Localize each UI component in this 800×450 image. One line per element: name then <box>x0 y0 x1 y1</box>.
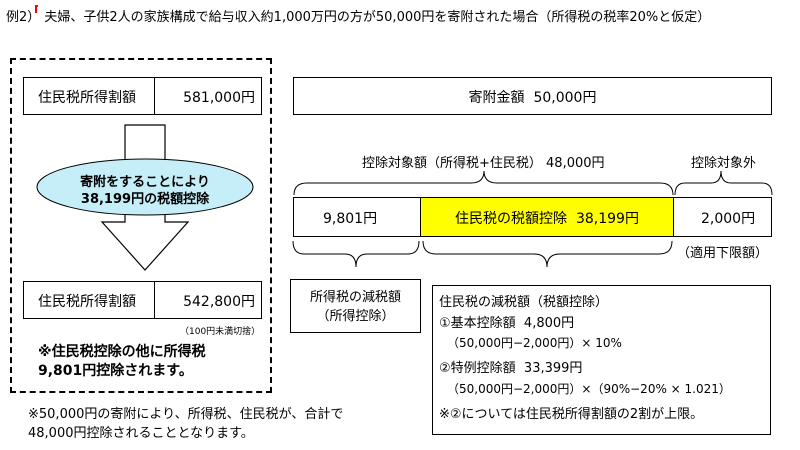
basic-deduction-formula: （50,000円−2,000円）× 10% <box>447 336 622 350</box>
special-deduction-amount: 33,399円 <box>523 361 583 376</box>
resident-tax-credit-segment: 住民税の税額控除 38,199円 <box>421 198 674 236</box>
resident-credit-text: 住民税の税額控除 38,199円 <box>421 208 673 228</box>
curly-brace-icon <box>293 170 773 196</box>
page-title: 例2） 夫婦、子供2人の家族構成で給与収入約1,000万円の方が50,000円を… <box>6 6 710 25</box>
special-deduction-formula: （50,000円−2,000円）×（90%−20% × 1.021） <box>447 382 731 396</box>
donation-label: 寄附金額 <box>468 90 525 106</box>
resident-tax-after-box: 住民税所得割額 542,800円 <box>23 281 262 319</box>
resident-tax-before-box: 住民税所得割額 581,000円 <box>23 77 262 115</box>
income-tax-reduction-line2: （所得控除） <box>316 309 395 324</box>
lower-limit-label: （適用下限額） <box>677 246 769 261</box>
resident-reduction-title: 住民税の減税額（税額控除） <box>439 295 609 310</box>
basic-deduction: ①基本控除額 4,800円 <box>439 312 574 331</box>
special-deduction-cap-note: ※②については住民税所得割額の2割が上限。 <box>439 407 704 422</box>
resident-tax-after-label: 住民税所得割額 <box>38 294 136 310</box>
donation-amount: 寄附金額 50,000円 <box>294 87 771 107</box>
red-marker-icon <box>35 5 38 13</box>
resident-tax-reduction-box: 住民税の減税額（税額控除） ①基本控除額 4,800円 （50,000円−2,0… <box>432 285 771 435</box>
resident-tax-before-value: 581,000円 <box>183 90 255 106</box>
non-target-label: 控除対象外 <box>691 156 757 171</box>
bottom-note-line2: 48,000円控除されることとなります。 <box>28 426 254 441</box>
basic-deduction-label: ①基本控除額 <box>439 316 516 331</box>
income-tax-note-line2: 9,801円控除されます。 <box>38 363 193 379</box>
deduction-target-label: 控除対象額（所得税+住民税） 48,000円 <box>362 156 605 171</box>
income-tax-value: 9,801円 <box>323 211 378 227</box>
ellipse-text-line2: 38,199円の税額控除 <box>80 192 210 207</box>
divider <box>154 282 155 318</box>
page-title-text: 例2） 夫婦、子供2人の家族構成で給与収入約1,000万円の方が50,000円を… <box>6 10 711 25</box>
special-deduction: ②特例控除額 33,399円 <box>439 357 582 376</box>
rounding-note: （100円未満切捨） <box>180 327 261 337</box>
resident-tax-before-label: 住民税所得割額 <box>38 90 136 106</box>
ellipse-text-line1: 寄附をすることにより <box>80 175 210 190</box>
resident-tax-after-value: 542,800円 <box>183 294 255 310</box>
resident-credit-label: 住民税の税額控除 <box>455 211 568 227</box>
special-deduction-label: ②特例控除額 <box>439 361 516 376</box>
donation-amount-box: 寄附金額 50,000円 <box>293 77 772 115</box>
resident-credit-amount: 38,199円 <box>575 211 639 227</box>
curly-brace-icon <box>292 240 673 268</box>
donation-value: 50,000円 <box>533 90 597 106</box>
income-tax-note-line1: ※住民税控除の他に所得税 <box>38 344 206 360</box>
income-tax-reduction-line1: 所得税の減税額 <box>309 290 401 305</box>
excluded-value: 2,000円 <box>701 211 756 227</box>
divider <box>154 78 155 114</box>
bottom-note-line1: ※50,000円の寄附により、所得税、住民税が、合計で <box>28 407 344 422</box>
tax-credit-ellipse <box>36 158 254 216</box>
income-tax-reduction-box: 所得税の減税額 （所得控除） <box>290 279 421 333</box>
basic-deduction-amount: 4,800円 <box>523 316 575 331</box>
left-panel <box>10 58 272 393</box>
income-tax-segment: 9,801円 <box>293 197 421 237</box>
